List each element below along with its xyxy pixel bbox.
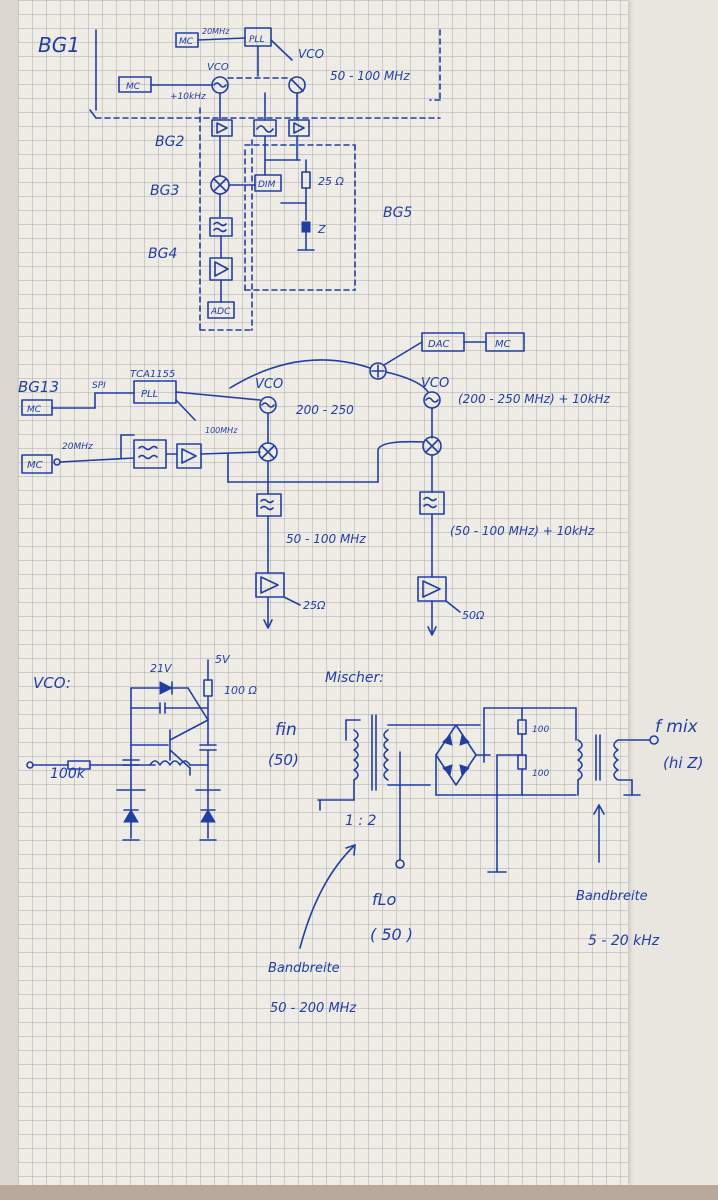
block1-diagram: BG1 MC 20MHz PLL VCO MC +10kHz VCO — [38, 27, 441, 331]
table-surface — [0, 0, 18, 1200]
bg5-label: BG5 — [383, 205, 412, 221]
bg1-label: BG1 — [38, 33, 80, 57]
vco-left-label: VCO — [207, 62, 229, 73]
if-right-label: (50 - 100 MHz) + 10kHz — [450, 524, 595, 538]
sum-node — [369, 362, 387, 380]
v5-label: 5V — [215, 653, 231, 666]
flo-imp-label: ( 50 ) — [370, 925, 413, 944]
r2-label: 100 — [532, 769, 549, 779]
flo-label: fLo — [372, 890, 397, 909]
mc-left-label: MC — [126, 82, 141, 92]
offset-label: +10kHz — [170, 92, 206, 102]
adc-label: ADC — [210, 307, 231, 317]
fmix-label: f mix — [655, 717, 699, 737]
mixer-title: Mischer: — [325, 670, 384, 686]
r-top — [203, 679, 213, 697]
amp-box-1 — [211, 119, 233, 137]
diode-bridge — [435, 724, 477, 786]
graph-paper-sheet — [18, 0, 628, 1185]
mc-in-box — [21, 454, 53, 474]
bw-right-value: 5 - 20 kHz — [588, 933, 660, 949]
bw-right-label: Bandbreite — [576, 889, 648, 904]
bg4-label: BG4 — [148, 246, 177, 262]
freq-in-label: 20MHz — [62, 442, 93, 452]
r1 — [517, 719, 527, 735]
inductor — [149, 760, 191, 766]
mixer-schematic: Mischer: fin (50) 1 : 2 — [268, 670, 703, 1016]
range-left-label: 200 - 250 — [296, 403, 354, 417]
filter-left — [256, 493, 282, 517]
out-left-label: 25Ω — [303, 599, 326, 612]
load-z — [301, 221, 311, 233]
r-in-label: 100k — [50, 766, 86, 782]
bw-left-value: 50 - 200 MHz — [270, 1001, 357, 1016]
bg3-label: BG3 — [150, 183, 179, 199]
z-label: Z — [317, 223, 326, 236]
pll-label: PLL — [141, 389, 158, 400]
ref-label: MC — [27, 405, 42, 415]
mc-dac-label: MC — [495, 339, 511, 350]
filter-right — [419, 491, 445, 515]
r2 — [517, 754, 527, 770]
bg13-label: BG13 — [18, 378, 59, 396]
mc-in-label: MC — [27, 460, 43, 471]
pll-top-label: PLL — [249, 35, 264, 45]
block2-diagram: BG13 MC SPI TCA1155 PLL VCO 200 - 250 DA… — [18, 332, 611, 636]
arc-to-sum — [229, 359, 371, 389]
amp-out-left — [255, 572, 285, 598]
bg2-label: BG2 — [155, 134, 184, 150]
fin-imp-label: (50) — [268, 751, 299, 769]
spi-label: SPI — [92, 381, 106, 391]
resistor-25 — [301, 171, 311, 189]
r-top-label: 100 Ω — [224, 684, 257, 697]
vco-left-label-2: VCO — [255, 377, 283, 392]
r1-label: 100 — [532, 725, 549, 735]
chip-label: TCA1155 — [130, 369, 175, 380]
filter-mid — [133, 439, 167, 469]
dim-box — [254, 174, 282, 192]
output-transformer-secondary — [613, 739, 619, 781]
amp-mid — [176, 443, 202, 469]
table-edge — [0, 1185, 718, 1200]
adc-box — [207, 301, 235, 319]
vco-right-label-2: VCO — [421, 376, 449, 391]
bw-left-label: Bandbreite — [268, 961, 340, 976]
freq-20mhz-label: 20MHz — [202, 27, 230, 36]
fmix-imp-label: (hi Z) — [663, 754, 703, 772]
arrow-bw-left — [299, 844, 356, 949]
out-right-label: 50Ω — [462, 609, 485, 622]
vco-schematic: VCO: 21V 5V 100 Ω — [26, 653, 257, 841]
vco-top-label: VCO — [298, 47, 324, 61]
mc-top-label: MC — [179, 37, 194, 47]
vco-title: VCO: — [33, 674, 71, 692]
dac-label: DAC — [428, 339, 450, 350]
v-supply-label: 21V — [150, 662, 173, 675]
range-right-label: (200 - 250 MHz) + 10kHz — [458, 392, 611, 406]
freq-mid-label: 100MHz — [205, 426, 238, 435]
fin-label: fin — [275, 720, 297, 740]
range-label: 50 - 100 MHz — [330, 69, 410, 83]
transformer-primary — [353, 729, 359, 781]
amp-box-2 — [288, 119, 310, 137]
dim-label: DIM — [258, 180, 276, 190]
filter-bg4 — [209, 217, 233, 237]
ratio-label: 1 : 2 — [345, 813, 377, 829]
res-label: 25 Ω — [318, 175, 344, 188]
output-transformer-primary — [577, 739, 583, 781]
transformer-secondary — [383, 729, 389, 781]
if-left-label: 50 - 100 MHz — [286, 532, 366, 546]
